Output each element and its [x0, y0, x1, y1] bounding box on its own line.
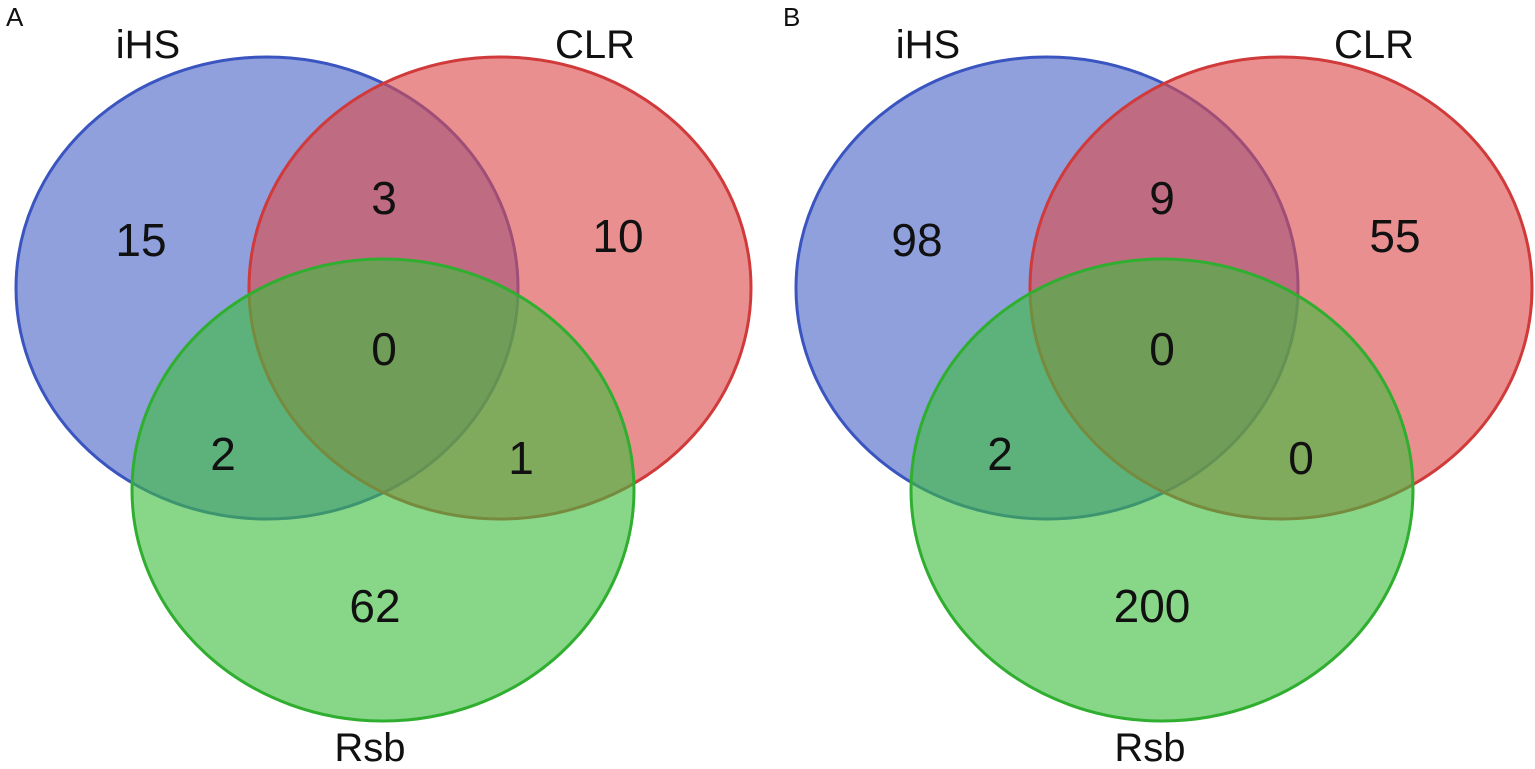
panel-a-letter: A — [6, 2, 24, 32]
panel-b-clr-label: CLR — [1334, 23, 1414, 67]
panel-b-rsb-circle — [909, 257, 1415, 723]
panel-a-ihs-rsb-count: 2 — [210, 428, 236, 480]
panel-b-letter: B — [783, 2, 800, 32]
panel-b-ihs-rsb-count: 2 — [987, 428, 1013, 480]
panel-b-rsb-label: Rsb — [1114, 726, 1185, 769]
panel-b-clr-only-count: 55 — [1369, 210, 1420, 262]
panel-b-rsb-only-count: 200 — [1114, 580, 1191, 632]
panel-b-ihs-clr-count: 9 — [1149, 172, 1175, 224]
panel-a-clr-label: CLR — [555, 23, 635, 67]
panel-a-ihs-only-count: 15 — [115, 214, 166, 266]
panel-a-ihs-label: iHS — [116, 23, 180, 67]
panel-b-ihs-only-count: 98 — [891, 214, 942, 266]
panel-b-all-count: 0 — [1149, 323, 1175, 375]
panel-a-clr-rsb-count: 1 — [508, 432, 534, 484]
panel-a-all-count: 0 — [371, 323, 397, 375]
panel-a-ihs-clr-count: 3 — [371, 172, 397, 224]
panel-a-rsb-label: Rsb — [334, 726, 405, 769]
panel-a-rsb-only-count: 62 — [349, 580, 400, 632]
panel-a-rsb-circle — [130, 257, 636, 723]
panel-a-clr-only-count: 10 — [592, 210, 643, 262]
panel-b-ihs-label: iHS — [896, 23, 960, 67]
panel-b: B iHS CLR Rsb 98 9 55 0 2 0 200 — [783, 2, 1534, 769]
panel-a: A iHS CLR Rsb 15 3 10 0 2 1 62 — [6, 2, 753, 769]
panel-b-clr-rsb-count: 0 — [1288, 432, 1314, 484]
